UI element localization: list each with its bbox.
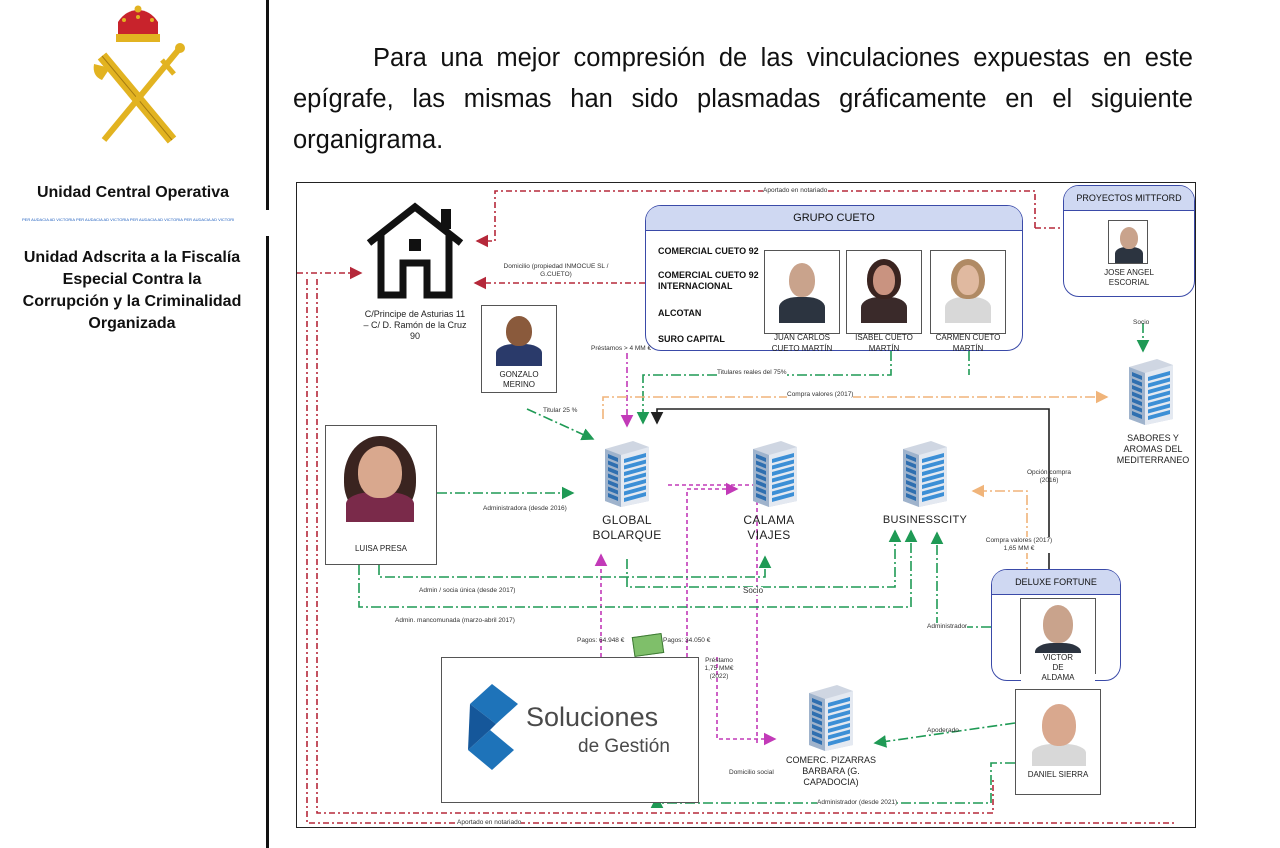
person-photo: [1108, 220, 1148, 264]
person-photo: [846, 250, 922, 334]
building-icon: [897, 435, 951, 507]
entity-label-pizarras: COMERC. PIZARRAS BARBARA (G. CAPADOCIA): [785, 755, 876, 787]
edge-label: Administrador (desde 2021): [817, 799, 898, 807]
edge-label: Admin / socia única (desde 2017): [419, 587, 516, 594]
edge-label: Pagos: 34.050 €: [663, 637, 711, 644]
grupo-cueto-box: GRUPO CUETO COMERCIAL CUETO 92 COMERCIAL…: [645, 205, 1023, 353]
company-item: SURO CAPITAL: [658, 334, 725, 344]
person-name: VICTOR DE ALDAMA: [1021, 653, 1095, 683]
edge-label: Administrador: [927, 623, 968, 631]
person-name: DANIEL SIERRA: [1027, 770, 1089, 779]
edge-label: Apoderado: [927, 727, 959, 734]
person-photo: [930, 250, 1006, 334]
page-divider: [266, 0, 269, 848]
unit-title: Unidad Central Operativa: [36, 184, 230, 201]
edge-label: Préstamo 1,75 MM€ (2022): [704, 657, 734, 680]
soluciones-logo-icon: [468, 684, 518, 770]
company-item: COMERCIAL CUETO 92 INTERNACIONAL: [658, 270, 759, 291]
person-photo: VICTOR DE ALDAMA: [1020, 598, 1096, 683]
person-card-luisa: LUISA PRESA: [325, 425, 437, 565]
logo-text-line1: Soluciones: [526, 702, 659, 732]
entity-label-calama: CALAMA VIAJES: [743, 513, 795, 542]
person-name: JOSE ANGEL ESCORIAL: [1104, 268, 1154, 287]
edge-label: Domicilio social: [729, 769, 774, 776]
body-paragraph: Para una mejor compresión de las vincula…: [293, 44, 1193, 154]
edge-label: Titular 25 %: [543, 407, 578, 414]
grupo-cueto-title: GRUPO CUETO: [646, 206, 1022, 231]
person-name: ISABEL CUETO MARTÍN: [855, 333, 913, 353]
edge-label: Aportado en notariado: [763, 187, 828, 195]
edge-label: Domicilio (propiedad INMOCUE SL / G.CUET…: [503, 263, 609, 278]
edge-label: Compra valores (2017): [787, 391, 854, 399]
edge-label: Admin. mancomunada (marzo-abril 2017): [395, 617, 515, 624]
edge-label: Titulares reales del 75%: [717, 369, 787, 377]
logo-text-line2: de Gestión: [578, 736, 670, 757]
building-icon: [1123, 353, 1177, 425]
sidebar: Unidad Central Operativa PER AUDACIA AD …: [0, 0, 266, 848]
edge-label: Opción compra (2016): [1026, 469, 1072, 484]
company-item: COMERCIAL CUETO 92: [658, 246, 759, 256]
edge-label: Pagos: 64.948 €: [577, 637, 625, 644]
guardia-civil-emblem-icon: [93, 5, 185, 144]
motto-text: PER AUDACIA AD VICTORIA PER AUDACIA AD V…: [22, 217, 234, 222]
proyectos-mittford-box: PROYECTOS MITTFORD JOSE ANGEL ESCORIAL: [1063, 185, 1195, 297]
money-icon: [631, 633, 665, 657]
building-icon: [599, 435, 653, 507]
entity-label-sabores: SABORES Y AROMAS DEL MEDITERRANEO: [1116, 433, 1190, 465]
deluxe-fortune-box: DELUXE FORTUNE VICTOR DE ALDAMA: [991, 569, 1121, 683]
edge-label: Compra valores (2017) 1,65 MM €: [985, 537, 1053, 553]
person-card-gonzalo: GONZALO MERINO: [481, 305, 557, 393]
person-name: GONZALO MERINO: [499, 370, 539, 389]
edge-label: Aportado en notariado: [457, 819, 522, 827]
company-item: ALCOTAN: [658, 308, 702, 318]
person-name: LUISA PRESA: [354, 544, 408, 553]
building-icon: [803, 679, 857, 751]
person-card-daniel: DANIEL SIERRA: [1015, 689, 1101, 795]
edge-label: Préstamos > 4 MM €: [591, 345, 652, 352]
deluxe-title: DELUXE FORTUNE: [992, 570, 1120, 595]
organigram-diagram: C/Principe de Asturias 11 – C/ D. Ramón …: [296, 182, 1196, 828]
building-icon: [747, 435, 801, 507]
edge-label: Socio: [743, 586, 764, 595]
unit-subtitle: Unidad Adscrita a la Fiscalía Especial C…: [22, 249, 242, 332]
person-name: JUAN CARLOS CUETO MARTÍN: [771, 333, 833, 353]
house-address-label: C/Principe de Asturias 11 – C/ D. Ramón …: [363, 309, 467, 341]
entity-label-global: GLOBAL BOLARQUE: [592, 513, 662, 542]
person-name: CARMEN CUETO MARTÍN: [935, 333, 1001, 353]
person-photo: [764, 250, 840, 334]
house-icon: [366, 202, 464, 299]
entity-label-business: BUSINESSCITY: [882, 514, 968, 526]
mittford-title: PROYECTOS MITTFORD: [1064, 186, 1194, 211]
edge-label: Socio: [1133, 319, 1150, 326]
soluciones-de-gestion-logo: Soluciones de Gestión: [441, 657, 699, 803]
edge-label: Administradora (desde 2016): [483, 505, 567, 512]
